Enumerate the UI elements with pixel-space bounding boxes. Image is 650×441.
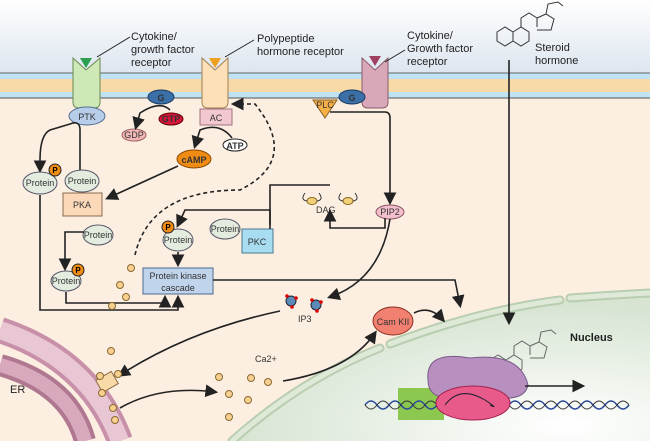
steroid-label: Steroid — [535, 42, 570, 54]
g-protein-2 — [338, 89, 366, 105]
feedback-dashed-arrow — [134, 97, 276, 256]
svg-text:ATP: ATP — [226, 141, 243, 151]
svg-text:Protein: Protein — [211, 224, 240, 234]
svg-text:growth factor: growth factor — [131, 44, 195, 56]
cytokine-receptor-2 — [361, 56, 389, 109]
plc-enzyme — [312, 99, 338, 119]
nucleus-label: Nucleus — [570, 332, 613, 344]
svg-text:P: P — [75, 266, 81, 275]
steroid-label-2: hormone — [535, 55, 578, 67]
svg-text:Protein: Protein — [68, 176, 97, 186]
calcium-ions — [96, 264, 272, 424]
steroid-structure — [496, 1, 564, 47]
svg-text:Protein kinase: Protein kinase — [149, 271, 206, 281]
svg-text:PIP2: PIP2 — [380, 207, 400, 217]
camp — [176, 149, 212, 169]
svg-text:Cytokine/: Cytokine/ — [131, 31, 178, 43]
svg-text:GTP: GTP — [162, 114, 181, 124]
svg-text:Protein: Protein — [26, 178, 55, 188]
svg-text:G: G — [348, 93, 355, 103]
svg-text:PKA: PKA — [73, 200, 91, 210]
ip3-molecules: IP3 — [285, 294, 323, 324]
ptk-label: PTK — [78, 112, 96, 122]
svg-text:Protein: Protein — [52, 276, 81, 286]
svg-text:Polypeptide: Polypeptide — [257, 33, 315, 45]
svg-text:PKC: PKC — [248, 237, 267, 247]
pkc — [241, 228, 274, 254]
svg-text:G: G — [157, 93, 164, 103]
ac-label: AC — [210, 113, 223, 123]
svg-text:cascade: cascade — [161, 283, 195, 293]
svg-text:P: P — [52, 166, 58, 175]
svg-text:Cytokine/: Cytokine/ — [407, 30, 454, 42]
rna-polymerase — [435, 385, 511, 421]
cam-kii — [372, 306, 414, 336]
svg-text:Growth factor: Growth factor — [407, 43, 473, 55]
adenylyl-cyclase — [199, 108, 233, 126]
protein-kinase-cascade — [142, 267, 214, 295]
gtp — [158, 112, 184, 126]
calcium-label: Ca2+ — [255, 354, 277, 364]
ptk-enzyme — [68, 106, 106, 126]
svg-text:Cam KII: Cam KII — [377, 317, 410, 327]
pka — [62, 192, 103, 217]
svg-text:Protein: Protein — [84, 230, 113, 240]
plc-label: PLC — [316, 100, 334, 110]
svg-text:GDP: GDP — [124, 130, 144, 140]
svg-text:DAG: DAG — [316, 205, 336, 215]
atp — [222, 138, 248, 152]
svg-text:cAMP: cAMP — [181, 155, 206, 165]
svg-text:receptor: receptor — [407, 56, 448, 68]
protein-group: Protein P Protein PKA Protein Protein P … — [22, 122, 465, 311]
polypeptide-receptor — [201, 56, 229, 109]
svg-text:Protein: Protein — [164, 235, 193, 245]
svg-text:hormone receptor: hormone receptor — [257, 46, 344, 58]
svg-text:IP3: IP3 — [298, 314, 312, 324]
svg-text:P: P — [165, 223, 171, 232]
g-protein-1 — [147, 89, 175, 105]
extracellular-space — [0, 0, 650, 73]
cell-membrane — [0, 72, 650, 99]
svg-text:receptor: receptor — [131, 57, 172, 69]
er-label: ER — [10, 384, 25, 396]
